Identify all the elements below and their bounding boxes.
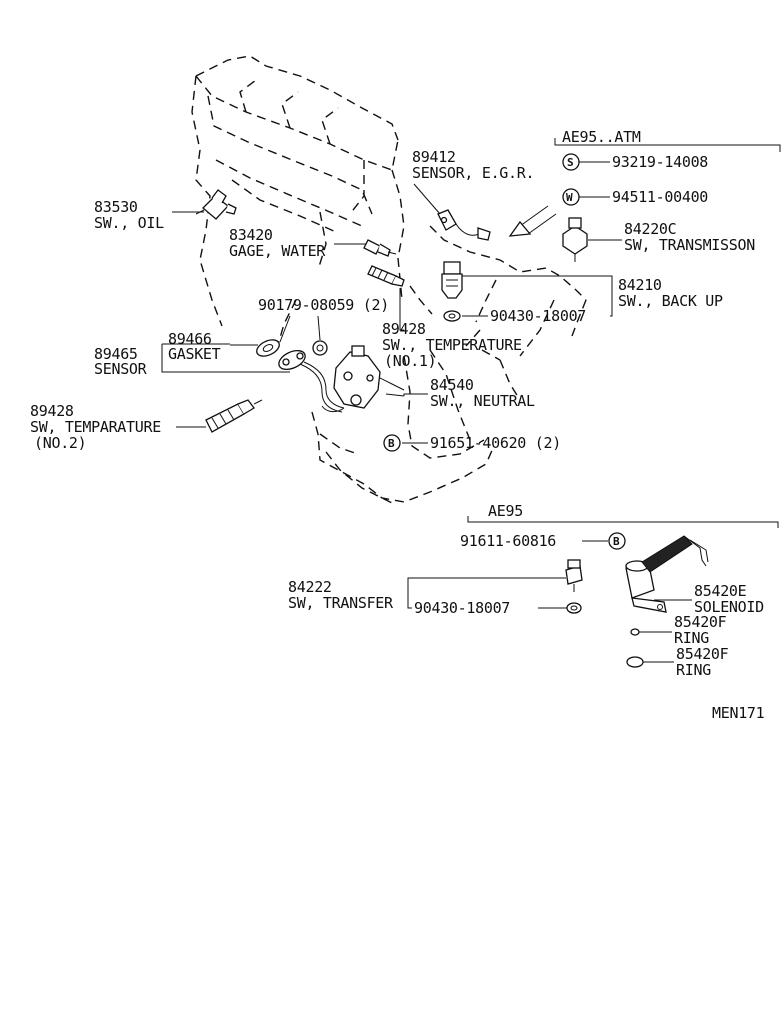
label-89465-name: SENSOR [94, 360, 148, 378]
code-b-1: B [388, 437, 395, 450]
callout-labels: 83530 SW., OIL 83420 GAGE, WATER 89412 S… [30, 128, 765, 722]
label-90430-a: 90430-18007 [490, 307, 586, 325]
label-84540-name: SW., NEUTRAL [430, 392, 535, 410]
label-83530-number: 83530 [94, 198, 138, 216]
group-ae95-atm: AE95..ATM [562, 128, 641, 146]
label-89466-number: 89466 [168, 330, 212, 348]
temp-switch-no2-part [205, 399, 263, 433]
sensor-part [278, 349, 345, 413]
label-85420f-2-name: RING [676, 661, 711, 679]
label-85420f-1-number: 85420F [674, 613, 727, 631]
label-89428-no1-sub: (NO.1) [384, 352, 436, 370]
diagram-id: MEN171 [712, 704, 765, 722]
label-90430-b: 90430-18007 [414, 599, 510, 617]
label-84210-name: SW., BACK UP [618, 292, 723, 310]
solenoid-part [625, 535, 709, 668]
label-84222-number: 84222 [288, 578, 332, 596]
code-s: S [567, 156, 573, 169]
label-89465-number: 89465 [94, 345, 138, 363]
label-89428-no2-number: 89428 [30, 402, 74, 420]
direction-arrow [508, 205, 557, 237]
label-84222-name: SW, TRANSFER [288, 594, 394, 612]
label-85420f-2-number: 85420F [676, 645, 729, 663]
label-90179: 90179-08059 (2) [258, 296, 389, 314]
neutral-switch-part [321, 345, 405, 413]
label-91651: 91651-40620 (2) [430, 434, 561, 452]
label-83530-name: SW., OIL [94, 214, 164, 232]
oil-switch-part [195, 189, 237, 220]
label-89466-name: GASKET [168, 345, 221, 363]
label-85420e-number: 85420E [694, 582, 747, 600]
label-89428-no2-name: SW, TEMPARATURE [30, 418, 161, 436]
nut-part [312, 340, 328, 356]
label-83420-number: 83420 [229, 226, 273, 244]
backup-switch-part [441, 261, 463, 322]
label-94511: 94511-00400 [612, 188, 708, 206]
gasket-part [256, 339, 280, 357]
water-gage-part [363, 239, 397, 257]
label-84220c-number: 84220C [624, 220, 676, 238]
label-84220c-name: SW, TRANSMISSON [624, 236, 755, 254]
label-84540-number: 84540 [430, 376, 474, 394]
group-ae95: AE95 [488, 502, 523, 520]
code-w: W [566, 191, 573, 204]
label-89412-number: 89412 [412, 148, 456, 166]
label-84210-number: 84210 [618, 276, 662, 294]
label-83420-name: GAGE, WATER [229, 242, 326, 260]
transfer-switch-part [565, 559, 583, 614]
label-91611: 91611-60816 [460, 532, 556, 550]
label-89428-no1-number: 89428 [382, 320, 426, 338]
leader-lines [161, 138, 781, 663]
label-93219: 93219-14008 [612, 153, 708, 171]
label-85420e-name: SOLENOID [694, 598, 764, 616]
label-89412-name: SENSOR, E.G.R. [412, 164, 534, 182]
transmission-switch-part [562, 217, 588, 262]
code-b-2: B [613, 535, 620, 548]
egr-sensor-part [437, 209, 491, 241]
temp-switch-no1-part [367, 265, 405, 287]
label-85420f-1-name: RING [674, 629, 709, 647]
label-89428-no2-sub: (NO.2) [34, 434, 86, 452]
label-89428-no1-name: SW., TEMPERATURE [382, 336, 522, 354]
engine-block-outline [191, 55, 587, 505]
